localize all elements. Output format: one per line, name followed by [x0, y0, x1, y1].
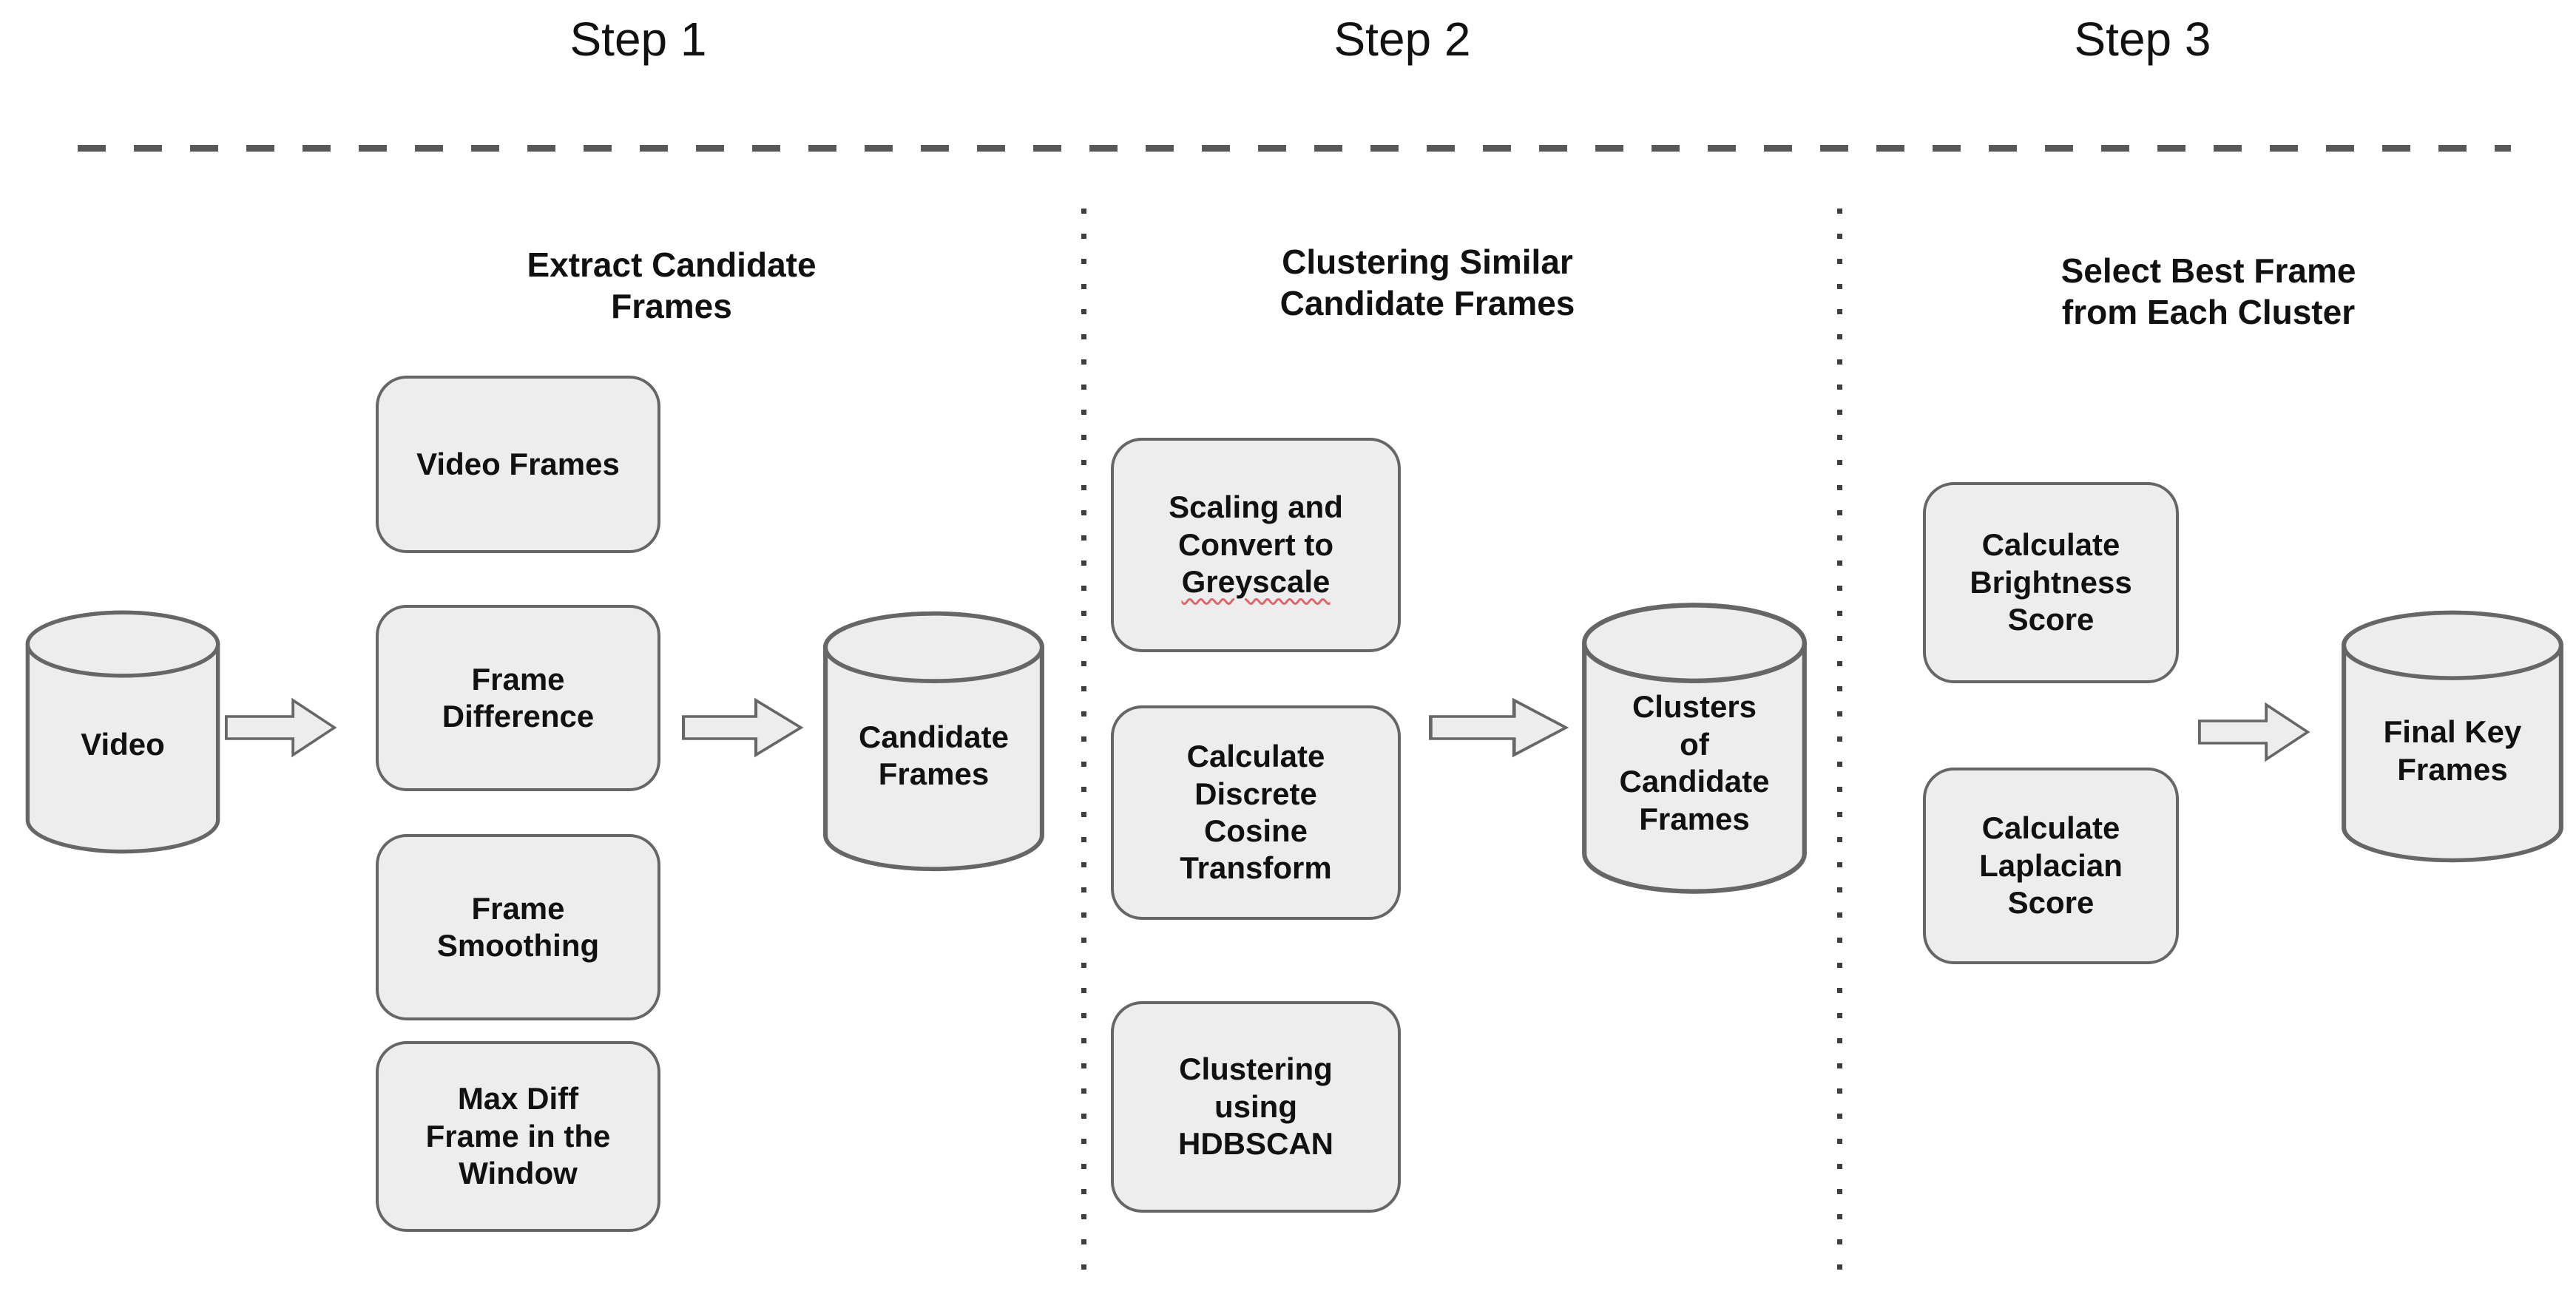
horizontal-dashed-divider: [78, 145, 2511, 152]
process-box-brightness-score: Calculate Brightness Score: [1923, 482, 2179, 683]
step-3-header: Step 3: [2074, 13, 2211, 66]
flow-arrow-scoring-to-final-frames: [2198, 699, 2310, 765]
cylinder-shape: [25, 610, 220, 854]
cylinder-shape: [823, 611, 1044, 872]
clusters-datastore-label: Clusters of Candidate Frames: [1619, 689, 1770, 836]
scaling-box-line-1: Scaling and: [1169, 490, 1343, 525]
clusters-datastore: Clusters of Candidate Frames: [1580, 600, 1809, 896]
flow-arrow-processing-to-candidate-frames: [682, 695, 804, 760]
candidate-frames-datastore: Candidate Frames: [821, 609, 1047, 873]
process-box-scaling-greyscale: Scaling and Convert to Greyscale: [1111, 438, 1401, 652]
right-arrow-icon: [682, 697, 804, 758]
process-box-max-diff-frame: Max Diff Frame in the Window: [376, 1041, 660, 1232]
final-key-frames-datastore: Final Key Frames: [2339, 609, 2566, 864]
process-box-video-frames: Video Frames: [376, 376, 660, 553]
scaling-box-line-3-misspelled: Greyscale: [1181, 564, 1331, 600]
process-box-frame-difference: Frame Difference: [376, 605, 660, 791]
video-datastore: Video: [24, 609, 222, 856]
final-key-frames-datastore-label: Final Key Frames: [2383, 714, 2522, 787]
process-box-frame-smoothing: Frame Smoothing: [376, 834, 660, 1020]
scaling-box-line-2: Convert to: [1178, 526, 1333, 562]
candidate-frames-datastore-label: Candidate Frames: [858, 719, 1010, 792]
right-arrow-icon: [2198, 702, 2310, 762]
vertical-dotted-divider-2: [1837, 209, 1842, 1277]
right-arrow-icon: [1429, 697, 1569, 758]
step-2-header: Step 2: [1333, 13, 1471, 66]
right-arrow-icon: [225, 697, 337, 758]
cylinder-shape: [1582, 603, 1807, 894]
flow-arrow-video-to-processing: [225, 695, 337, 760]
process-box-laplacian-score: Calculate Laplacian Score: [1923, 768, 2179, 964]
cylinder-shape: [2342, 610, 2563, 863]
flow-arrow-processing-to-clusters: [1429, 695, 1569, 760]
section-title-extract-candidate-frames: Extract Candidate Frames: [527, 245, 817, 326]
process-box-clustering-hdbscan: Clustering using HDBSCAN: [1111, 1001, 1401, 1213]
video-datastore-label: Video: [81, 727, 165, 762]
process-box-discrete-cosine-transform: Calculate Discrete Cosine Transform: [1111, 705, 1401, 920]
section-title-clustering-similar-candidate-frames: Clustering Similar Candidate Frames: [1279, 243, 1575, 323]
section-title-select-best-frame: Select Best Frame from Each Cluster: [2061, 251, 2356, 332]
step-1-header: Step 1: [569, 13, 707, 66]
vertical-dotted-divider-1: [1081, 209, 1086, 1277]
